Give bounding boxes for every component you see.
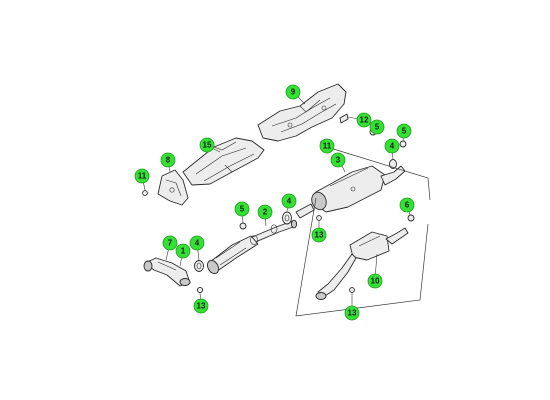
callout-13c: 13 [344, 305, 360, 321]
callout-8: 8 [160, 152, 176, 168]
callout-12: 12 [356, 112, 372, 128]
callout-4b-label: 4 [287, 197, 292, 206]
callout-12-label: 12 [360, 116, 369, 125]
callout-3: 3 [330, 152, 346, 168]
callout-1: 1 [175, 243, 191, 259]
group-bracket [295, 147, 431, 317]
callout-7: 7 [162, 235, 178, 251]
callout-4a-label: 4 [390, 142, 395, 151]
tail-muffler-part [315, 227, 409, 300]
callout-13c-label: 13 [348, 309, 357, 318]
callout-2-label: 2 [263, 208, 268, 217]
callout-13a: 13 [311, 227, 327, 243]
callout-5a: 5 [369, 119, 385, 135]
callout-6-label: 6 [405, 201, 410, 210]
heat-shield-upper-part [257, 83, 347, 142]
callout-10: 10 [367, 273, 383, 289]
callout-4c: 4 [189, 235, 205, 251]
callout-5a-label: 5 [375, 123, 380, 132]
callout-2: 2 [257, 204, 273, 220]
callout-5c: 5 [234, 201, 250, 217]
callout-4c-label: 4 [195, 239, 200, 248]
callout-9-label: 9 [291, 88, 296, 97]
callout-11a: 11 [319, 138, 335, 154]
callout-6: 6 [399, 197, 415, 213]
bracket-part [157, 169, 189, 206]
callout-9: 9 [285, 84, 301, 100]
catalytic-converter-part [206, 235, 259, 275]
center-pipe-part [249, 219, 298, 244]
callout-10-label: 10 [371, 277, 380, 286]
callout-11b: 11 [134, 168, 150, 184]
callout-13b: 13 [193, 298, 209, 314]
callout-3-label: 3 [336, 156, 341, 165]
main-muffler-part [295, 165, 406, 219]
callout-4a: 4 [384, 138, 400, 154]
callout-13a-label: 13 [315, 231, 324, 240]
callout-4b: 4 [281, 193, 297, 209]
callout-5c-label: 5 [240, 205, 245, 214]
callout-7-label: 7 [168, 239, 173, 248]
callout-8-label: 8 [166, 156, 171, 165]
callout-5b: 5 [396, 123, 412, 139]
callout-15: 15 [199, 137, 215, 153]
callout-11b-label: 11 [138, 172, 147, 181]
callout-13b-label: 13 [197, 302, 206, 311]
callout-11a-label: 11 [323, 142, 332, 151]
heat-shield-front-part [182, 137, 265, 186]
callout-15-label: 15 [203, 141, 212, 150]
front-pipe-part [143, 257, 191, 287]
callout-5b-label: 5 [402, 127, 407, 136]
callout-1-label: 1 [181, 247, 186, 256]
